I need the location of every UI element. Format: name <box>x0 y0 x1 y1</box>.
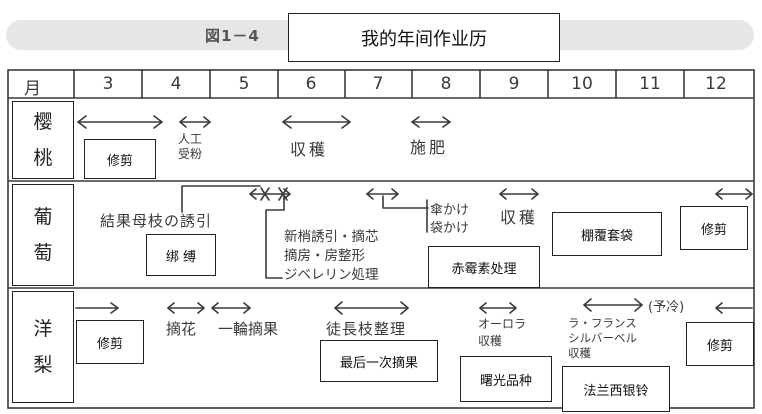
month-7: 7 <box>372 74 384 94</box>
pear-arrow-fruit-thinning <box>211 302 251 314</box>
month-5: 5 <box>238 74 250 94</box>
month-11: 11 <box>639 74 661 94</box>
pear-task-precooling: (予冷) <box>648 300 685 315</box>
note-cherry-pruning: 修剪 <box>84 139 156 179</box>
note-pear-winter-pruning: 修剪 <box>686 322 754 366</box>
cherry-task-pollination: 人工 受粉 <box>178 132 203 161</box>
pear-task-fruit-thinning: 一輪摘果 <box>218 320 279 338</box>
pear-arrow-winter-pruning <box>715 302 753 314</box>
pear-task-aurora-harvest: オーロラ 収穫 <box>478 317 527 348</box>
row-label-cherry: 樱 桃 <box>12 101 74 179</box>
month-3: 3 <box>102 74 114 94</box>
month-12: 12 <box>705 74 727 94</box>
note-pear-aurora: 曙光品种 <box>460 356 552 402</box>
table-frame <box>7 69 755 409</box>
grape-task-cane-tying: 結果母枝の誘引 <box>100 212 213 230</box>
note-grape-pruning: 修剪 <box>680 206 748 250</box>
row-label-grape: 葡 萄 <box>12 184 74 286</box>
cherry-arrow-pruning <box>77 115 163 129</box>
grape-arrow-binding <box>181 185 291 213</box>
month-8: 8 <box>440 74 452 94</box>
pear-arrow-thinning-flowers <box>167 302 205 314</box>
pear-task-la-france-harvest: ラ・フランス シルバーベル 収穫 <box>568 316 637 360</box>
pear-arrow-la-france <box>583 298 643 312</box>
pear-task-flower-thinning: 摘花 <box>166 320 197 338</box>
month-6: 6 <box>305 74 317 94</box>
cherry-arrow-pollination <box>179 116 211 128</box>
note-grape-canopy-bagging: 棚覆套袋 <box>552 212 662 256</box>
month-header-label: 月 <box>24 79 41 99</box>
note-pear-final-thinning: 最后一次摘果 <box>320 340 438 382</box>
note-pear-pruning: 修剪 <box>76 320 144 364</box>
chart-title: 我的年间作业历 <box>288 13 560 62</box>
pear-arrow-pruning <box>75 302 119 314</box>
pear-arrow-aurora <box>479 302 517 314</box>
cherry-arrow-fertilize <box>411 116 451 128</box>
note-grape-binding: 绑 缚 <box>146 234 216 276</box>
cherry-arrow-harvest <box>282 115 351 129</box>
cherry-task-harvest: 収穫 <box>290 140 329 159</box>
note-grape-gibberellin: 赤霉素处理 <box>428 246 540 288</box>
grape-task-harvest: 収穫 <box>500 208 539 227</box>
month-9: 9 <box>508 74 520 94</box>
grape-arrow-bagging <box>366 188 429 233</box>
cherry-task-fertilize: 施肥 <box>410 138 449 157</box>
grape-arrow-winter-pruning <box>715 188 753 200</box>
figure-label: 図1－4 <box>205 27 260 45</box>
note-pear-la-france: 法兰西银铃 <box>562 366 670 412</box>
grape-arrow-harvest <box>499 188 539 200</box>
grape-task-bagging: 傘かけ 袋かけ <box>430 203 470 236</box>
row-label-pear: 洋 梨 <box>12 291 74 403</box>
grape-task-shoot-training: 新梢誘引・摘芯 摘房・房整形 ジベレリン処理 <box>284 229 379 283</box>
month-10: 10 <box>571 74 593 94</box>
pear-arrow-shoot-pruning <box>334 301 409 315</box>
month-4: 4 <box>170 74 182 94</box>
pear-task-shoot-pruning: 徒長枝整理 <box>326 320 407 338</box>
grape-arrow-gibberellin <box>265 195 285 279</box>
